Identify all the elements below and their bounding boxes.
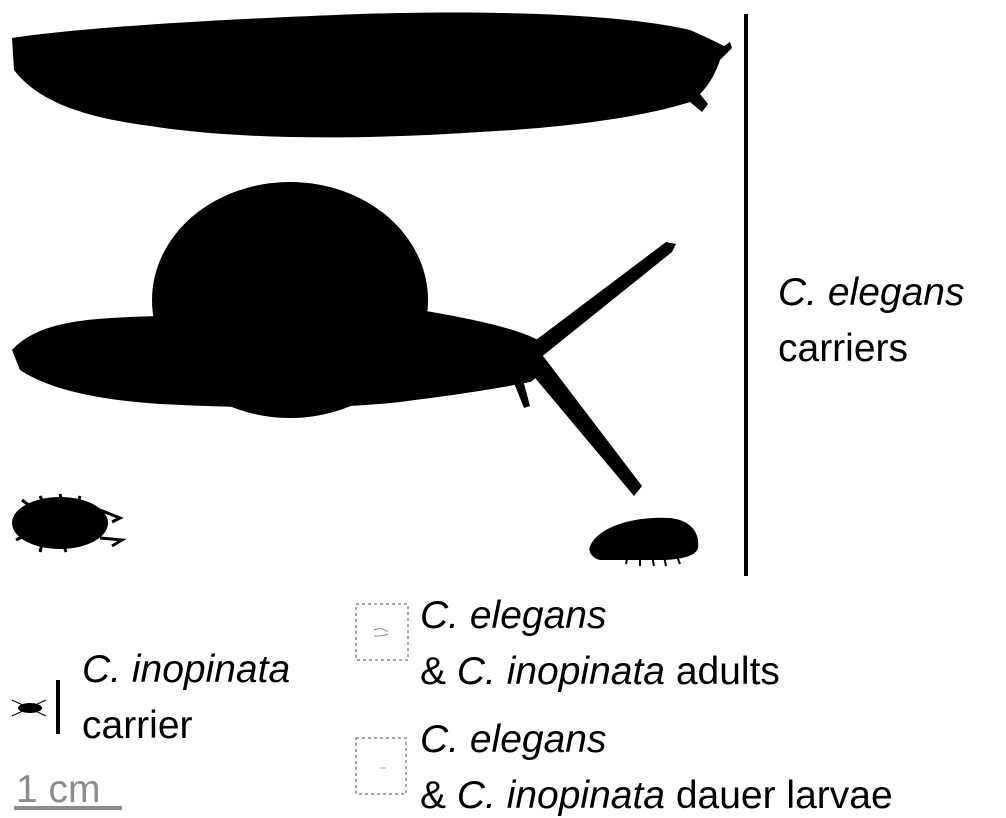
- inopinata-species-label: C. inopinata: [82, 650, 290, 689]
- inopinata-role-label: carrier: [82, 706, 193, 745]
- fig-wasp-silhouette: [12, 700, 46, 716]
- isopod-silhouette: [12, 494, 122, 552]
- adults-worm-icon: [374, 629, 388, 636]
- adults-species2: C. inopinata: [457, 650, 665, 693]
- adults-scale-box: [356, 604, 408, 660]
- dauer-suffix: dauer larvae: [665, 774, 893, 817]
- millipede-silhouette: [589, 518, 698, 566]
- dauer-joiner: &: [420, 774, 457, 817]
- slug-silhouette: [12, 13, 732, 138]
- adults-suffix: adults: [665, 650, 780, 693]
- dauer-legend-line: & C. inopinata dauer larvae: [420, 776, 893, 815]
- snail-silhouette: [12, 182, 676, 496]
- adults-joiner: &: [420, 650, 457, 693]
- adults-species-label: C. elegans: [420, 596, 606, 635]
- dauer-scale-box: [356, 738, 406, 794]
- dauer-species2: C. inopinata: [457, 774, 665, 817]
- dauer-species-label: C. elegans: [420, 720, 606, 759]
- carriers-role-label: carriers: [778, 329, 908, 368]
- scale-bar-label: 1 cm: [16, 770, 101, 809]
- adults-legend-line: & C. inopinata adults: [420, 652, 780, 691]
- carriers-species-label: C. elegans: [778, 273, 964, 312]
